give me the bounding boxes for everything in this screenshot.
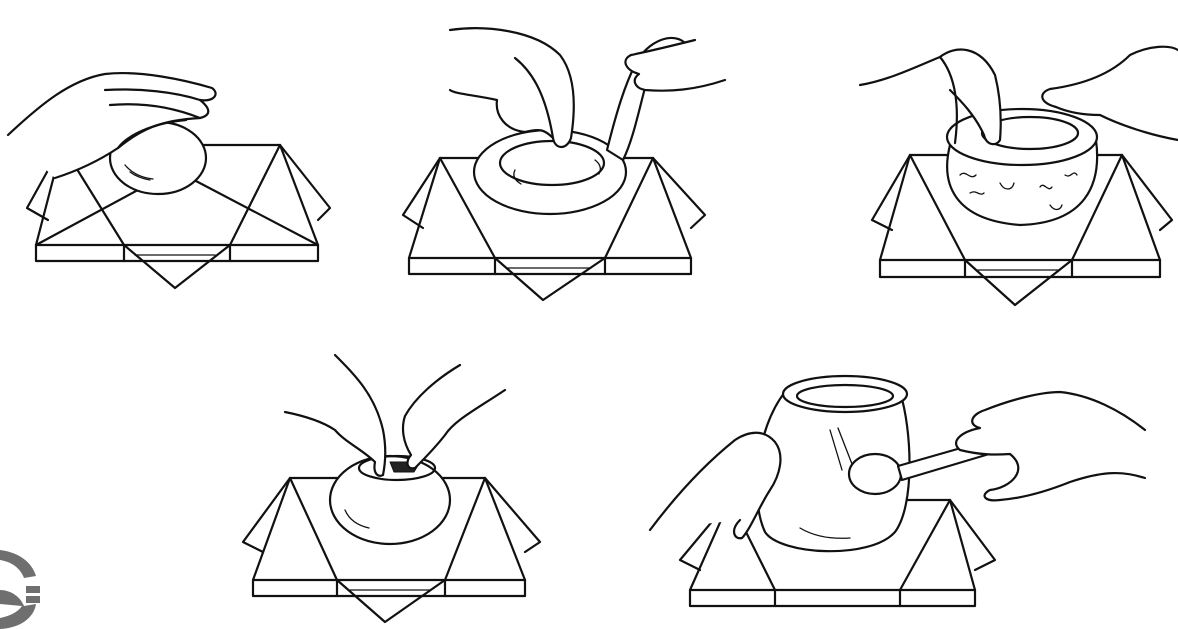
clay-pot-small: [330, 456, 450, 544]
step-2-panel: [395, 10, 725, 305]
step-4-drawing: [235, 350, 555, 629]
step-3-panel: [860, 15, 1178, 310]
step-4-panel: [235, 350, 555, 629]
step-1-panel: [0, 60, 340, 300]
clay-bowl-with-coil: [474, 130, 626, 214]
step-5-drawing: [650, 370, 1170, 629]
logo-mark-icon: [0, 546, 40, 629]
right-hand: [956, 392, 1145, 500]
step-1-drawing: [0, 60, 340, 300]
left-hand: [450, 28, 574, 147]
corner-logo: [0, 546, 40, 629]
step-2-drawing: [395, 10, 725, 305]
clay-pot-textured: [947, 109, 1097, 225]
right-hand: [625, 40, 725, 91]
step-5-panel: [650, 370, 1170, 629]
step-3-drawing: [860, 15, 1178, 310]
